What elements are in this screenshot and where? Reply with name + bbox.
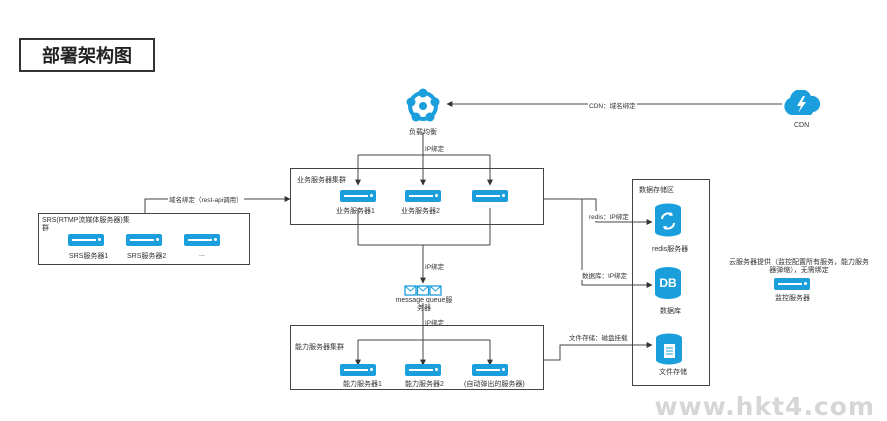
ability-3-label: (自动弹出的服务器) <box>464 381 525 388</box>
edge-label-cdn: CDN：域名绑定 <box>588 100 637 110</box>
cloud-icon <box>784 90 821 115</box>
cdn-label: CDN <box>794 122 810 129</box>
load-balancer-label: 负载均衡 <box>409 129 437 136</box>
ability-cluster-label: 能力服务器集群 <box>295 344 344 351</box>
server-icon <box>405 190 441 202</box>
business-cluster-label: 业务服务器集群 <box>297 177 346 184</box>
watermark: www.hkt4.com <box>654 392 875 421</box>
redis-label: redis服务器 <box>652 246 689 253</box>
server-icon <box>340 364 376 376</box>
server-icon <box>472 364 508 376</box>
monitor-label: 监控服务器 <box>775 295 810 302</box>
database-icon: DB <box>655 267 681 299</box>
srs-more-label: ... <box>199 251 205 258</box>
edge-label-lb: IP绑定 <box>424 143 446 153</box>
server-icon <box>340 190 376 202</box>
business-2-label: 业务服务器2 <box>401 208 440 215</box>
ability-2-label: 能力服务器2 <box>405 381 444 388</box>
edge-label-db: 数据库：IP绑定 <box>581 270 629 280</box>
srs-2-label: SRS服务器2 <box>127 253 167 260</box>
srs-cluster-box: SRS(RTMP流媒体服务器)集群 <box>38 213 250 265</box>
srs-1-label: SRS服务器1 <box>69 253 109 260</box>
edge-label-file: 文件存储：磁盘挂载 <box>568 332 629 342</box>
server-icon <box>472 190 508 202</box>
redis-icon <box>655 203 681 237</box>
database-label: 数据库 <box>660 308 681 315</box>
storage-area-label: 数据存储区 <box>639 187 674 194</box>
business-1-label: 业务服务器1 <box>336 208 375 215</box>
server-icon <box>184 234 220 246</box>
server-icon <box>68 234 104 246</box>
file-storage-label: 文件存储 <box>659 369 687 376</box>
message-queue-label: message queue服务器 <box>395 297 453 312</box>
edge-label-mq: IP绑定 <box>424 261 446 271</box>
server-icon <box>774 278 810 290</box>
edge-label-ability: IP绑定 <box>424 317 446 327</box>
ability-cluster-box: 能力服务器集群 <box>290 325 544 390</box>
file-storage-icon <box>656 333 682 365</box>
edge-label-redis: redis：IP绑定 <box>588 211 630 221</box>
page-title: 部署架构图 <box>19 38 155 72</box>
business-cluster-box: 业务服务器集群 <box>290 168 544 225</box>
ability-1-label: 能力服务器1 <box>343 381 382 388</box>
cloud-note: 云服务器提供（监控配置所有服务，能力服务器弹缩），无需绑定 <box>729 259 869 274</box>
edge-label-srs: 域名绑定（rest-api调用） <box>168 194 244 204</box>
load-balancer-icon <box>406 88 440 122</box>
message-queue-icon <box>404 285 442 296</box>
storage-area-box: 数据存储区 <box>632 179 710 386</box>
server-icon <box>126 234 162 246</box>
server-icon <box>405 364 441 376</box>
srs-cluster-label: SRS(RTMP流媒体服务器)集群 <box>42 217 130 232</box>
